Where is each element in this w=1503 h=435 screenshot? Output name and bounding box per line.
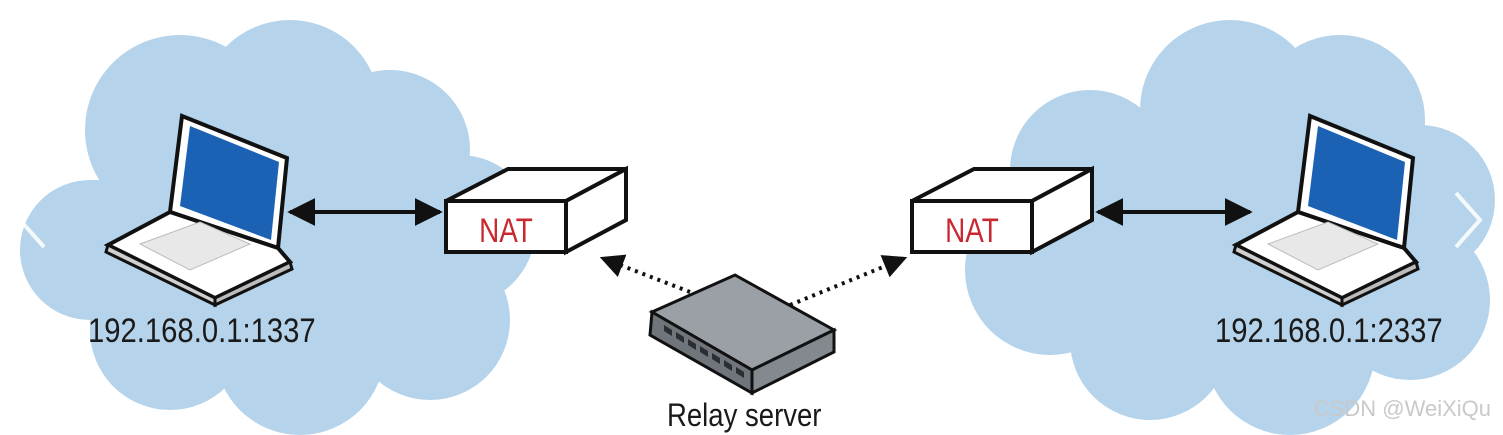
right-nat-box: NAT xyxy=(910,165,1094,256)
relay-to-left-nat-arrow xyxy=(599,254,691,294)
right-host-address: 192.168.0.1:2337 xyxy=(1215,312,1443,350)
relay-to-right-nat-arrow xyxy=(789,255,908,307)
previous-button[interactable] xyxy=(10,185,54,255)
left-nat-box: NAT xyxy=(444,165,628,256)
chevron-left-icon xyxy=(17,191,46,249)
right-laptop-icon xyxy=(1231,113,1420,308)
chevron-right-icon xyxy=(1454,191,1483,249)
left-nat-label: NAT xyxy=(479,211,533,249)
relay-server-switch-icon xyxy=(648,273,838,396)
relay-server-label: Relay server xyxy=(667,397,822,433)
right-nat-label: NAT xyxy=(945,211,999,249)
left-host-address: 192.168.0.1:1337 xyxy=(88,312,316,350)
watermark: CSDN @WeiXiQu xyxy=(1313,396,1491,421)
next-button[interactable] xyxy=(1446,185,1490,255)
left-laptop-icon xyxy=(103,113,294,308)
